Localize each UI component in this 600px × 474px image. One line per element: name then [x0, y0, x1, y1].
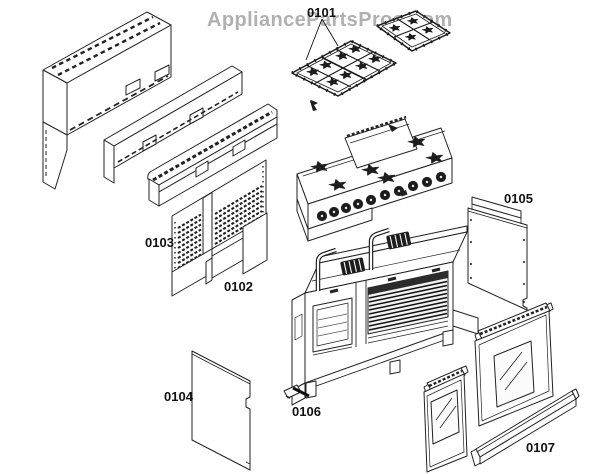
door-window [493, 340, 535, 408]
vent-slot-row [51, 15, 154, 70]
left-oven-cavity [312, 297, 353, 356]
part-label-0101: 0101 [307, 5, 336, 20]
door-handle [479, 305, 548, 336]
back-trim-lower [147, 103, 278, 207]
part-label-0107: 0107 [526, 440, 555, 455]
griddle-plate [344, 115, 418, 169]
small-oven-door [423, 365, 469, 473]
large-oven-door [474, 302, 554, 427]
leader-lines-0101 [305, 18, 339, 61]
door-window [430, 389, 460, 445]
part-label-0104: 0104 [164, 389, 194, 404]
cooktop-assembly [296, 100, 453, 242]
lower-back-panels-0102 [171, 212, 268, 297]
right-oven-cavity [367, 270, 449, 344]
part-label-0105: 0105 [504, 191, 533, 206]
mounting-clip-0106 [283, 384, 310, 399]
back-trim-upper [103, 65, 243, 184]
vent-slot-row [57, 21, 161, 77]
small-fitting [310, 100, 318, 111]
door-handle [428, 369, 463, 388]
back-canopy-panel [42, 11, 172, 190]
kick-plate-0107 [470, 388, 580, 467]
burner-motor [386, 231, 412, 250]
part-label-0103: 0103 [145, 235, 174, 250]
side-panel-0105 [467, 196, 528, 311]
part-label-0102: 0102 [224, 279, 253, 294]
part-label-0106: 0106 [292, 404, 321, 419]
burner-motor [340, 257, 366, 276]
louver-hatch [152, 110, 273, 182]
gas-pipes [315, 227, 390, 291]
burner-grates-0101 [290, 9, 452, 98]
mounting-holes [470, 219, 525, 303]
side-panel-0104 [191, 350, 251, 471]
